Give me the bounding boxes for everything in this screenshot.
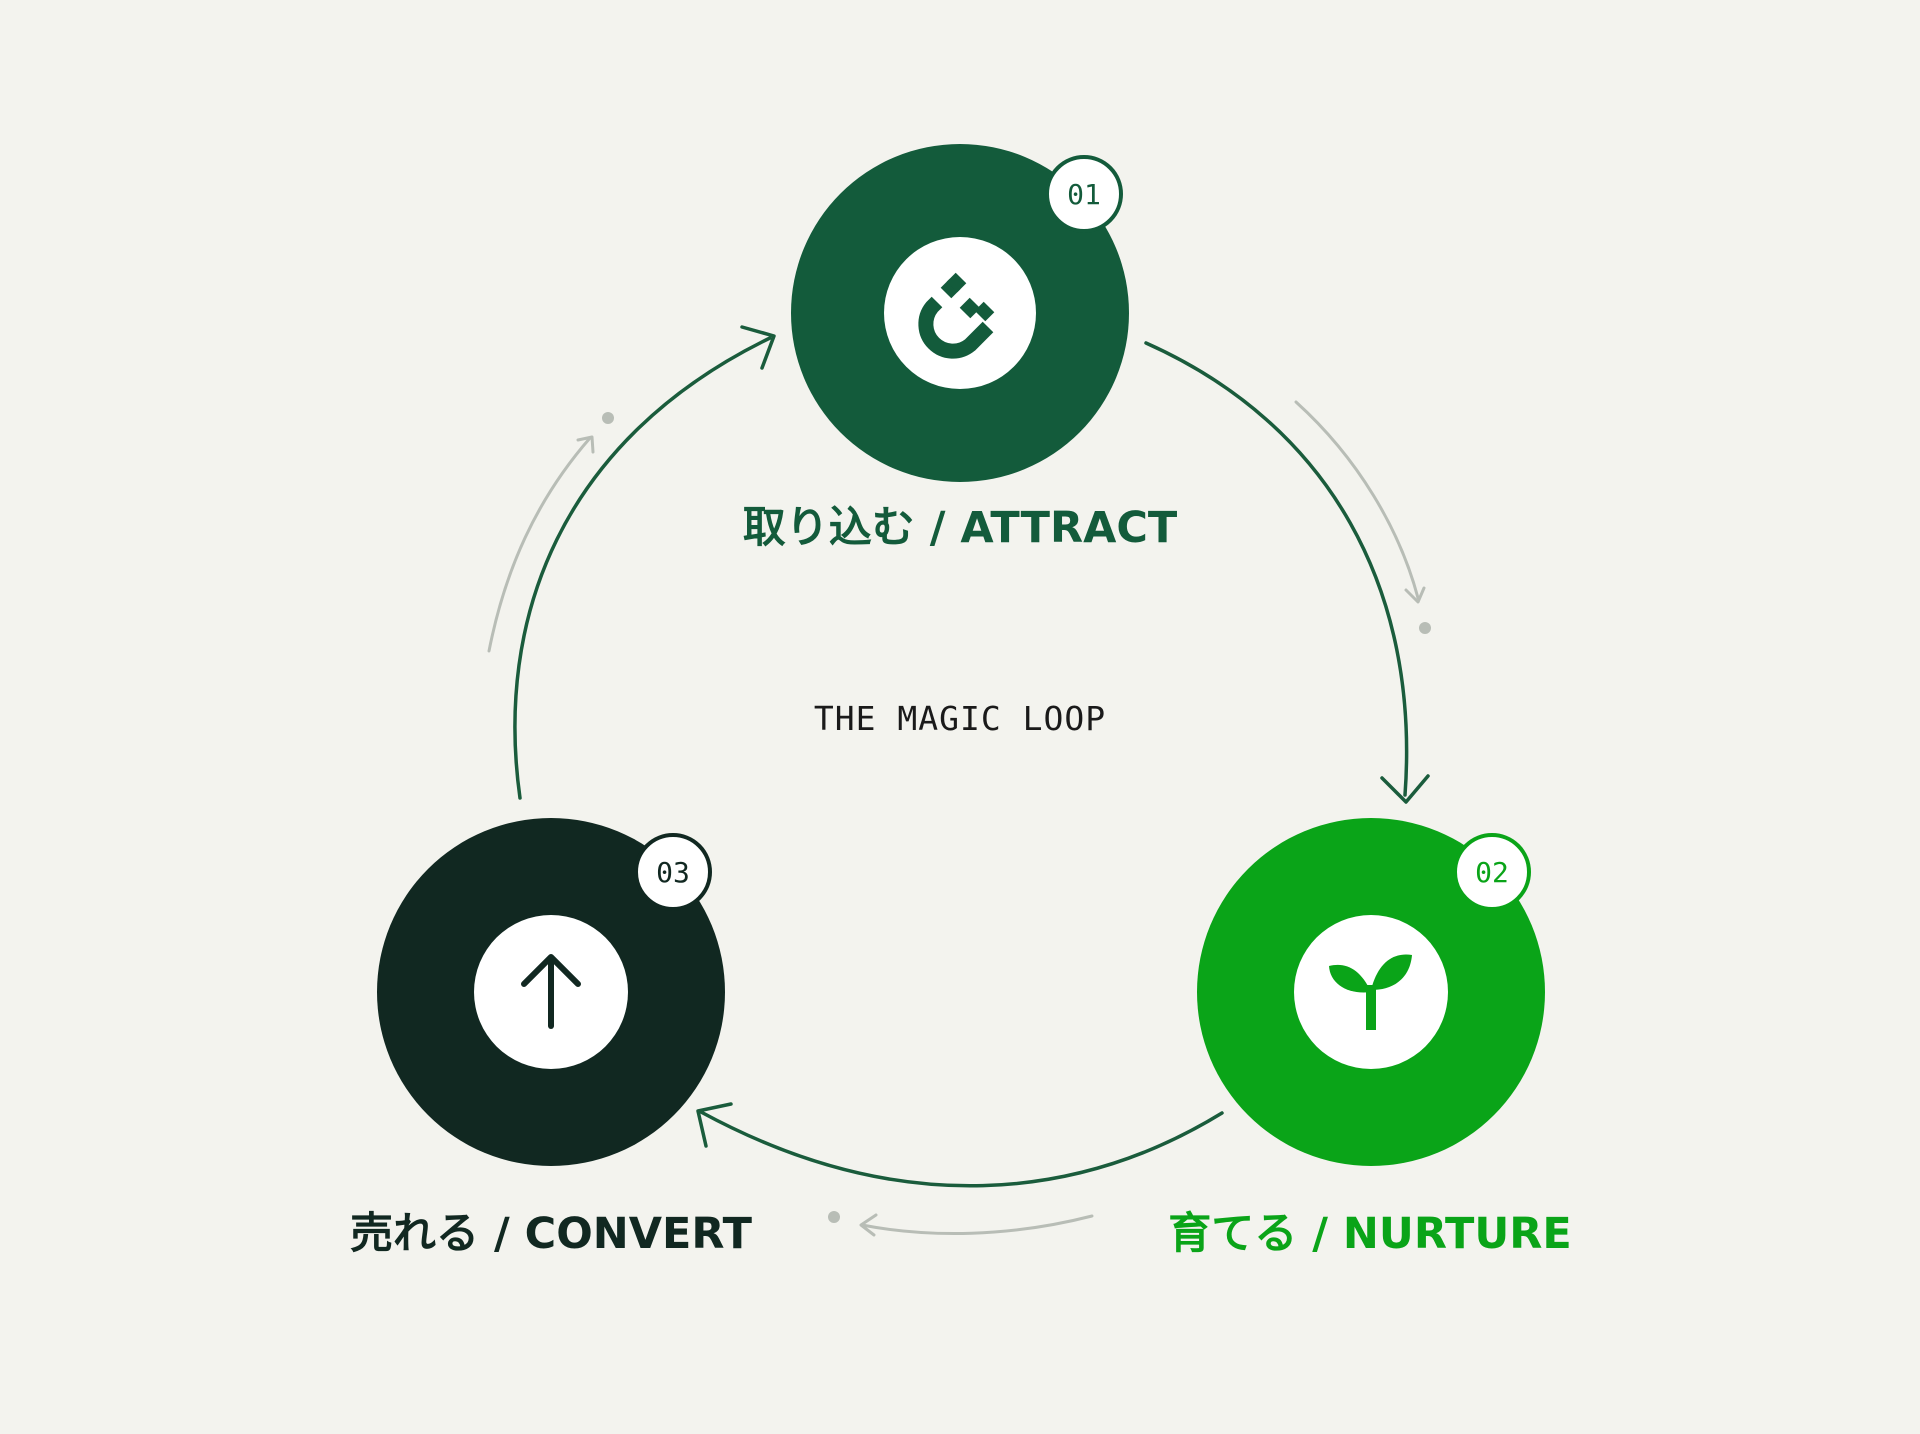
badge-03: 03 xyxy=(656,856,690,889)
faint-arrowhead-left xyxy=(576,435,595,454)
faint-dot-right xyxy=(1419,622,1431,634)
node-nurture: 02 育てる / NURTURE xyxy=(1168,818,1572,1259)
node-nurture-label: 育てる / NURTURE xyxy=(1168,1209,1571,1259)
node-attract-label: 取り込む / ATTRACT xyxy=(743,503,1178,553)
arrowhead-nurture-to-convert xyxy=(696,1102,733,1148)
arrow-attract-to-nurture xyxy=(1144,341,1409,797)
arrowhead-convert-to-attract xyxy=(740,325,776,370)
node-convert-label: 売れる / CONVERT xyxy=(350,1209,753,1259)
node-convert: 03 売れる / CONVERT xyxy=(350,818,753,1259)
faint-arrowhead-bottom xyxy=(859,1213,878,1237)
faint-arrows xyxy=(487,400,1431,1237)
cycle-arrows xyxy=(513,325,1430,1188)
arrowhead-attract-to-nurture xyxy=(1380,774,1430,804)
center-title: THE MAGIC LOOP xyxy=(814,699,1106,738)
arrow-nurture-to-convert xyxy=(699,1110,1224,1188)
badge-02: 02 xyxy=(1475,856,1509,889)
magnet-icon-tips xyxy=(946,272,995,322)
badge-01-circle xyxy=(1045,155,1123,233)
faint-arrowhead-right xyxy=(1404,586,1426,604)
faint-arrow-right xyxy=(1294,400,1420,600)
faint-arrow-bottom xyxy=(860,1214,1094,1236)
faint-dot-left xyxy=(602,412,614,424)
arrow-convert-to-attract xyxy=(513,336,772,800)
sprout-icon xyxy=(1329,954,1412,1030)
arrow-up-icon xyxy=(521,954,581,1029)
badge-01: 01 xyxy=(1067,178,1101,211)
node-attract: 01 取り込む / ATTRACT xyxy=(743,144,1178,553)
node-attract-icon-bg xyxy=(884,237,1036,389)
faint-arrow-left xyxy=(487,436,592,653)
faint-dot-bottom xyxy=(828,1211,840,1223)
badge-03-circle xyxy=(634,833,712,911)
badge-02-circle xyxy=(1453,833,1531,911)
